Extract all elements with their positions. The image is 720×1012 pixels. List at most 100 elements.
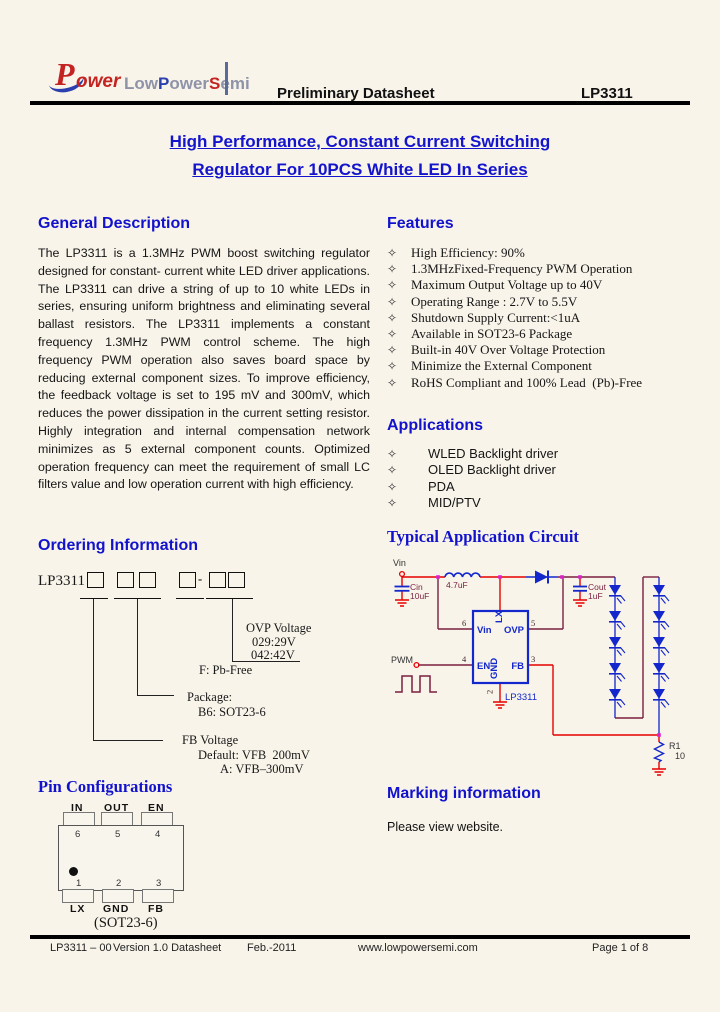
wire-junctions [436,575,661,737]
application-item: ✧ MID/PTV [387,495,707,511]
package-body [58,825,184,891]
brand-seg: P [158,74,170,93]
page-title-line2: Regulator For 10PCS White LED In Series [192,160,528,179]
ordering-ovp-title: OVP Voltage [246,621,312,635]
applications-heading: Applications [387,417,484,434]
ordering-connector [137,599,138,695]
feature-item: ✧Maximum Output Voltage up to 40V [387,277,707,293]
ordering-ovp-opt2: 042:42V [251,648,295,662]
diamond-bullet-icon: ✧ [387,463,398,478]
resistor-icon [652,741,666,763]
feature-text: RoHS Compliant and 100% Lead (Pb)-Free [411,374,643,390]
features-list: ✧High Efficiency: 90% ✧1.3MHzFixed-Frequ… [387,245,707,391]
diamond-bullet-icon: ✧ [387,375,398,390]
diamond-bullet-icon: ✧ [387,278,398,293]
pin-config-heading: Pin Configurations [38,777,173,796]
diode-icon [526,570,557,584]
ordering-connector [232,599,233,661]
features-heading: Features [387,215,454,232]
marking-heading: Marking information [387,785,541,802]
feature-item: ✧Built-in 40V Over Voltage Protection [387,342,707,358]
pin-num-2: 2 [485,690,495,694]
ordering-connector [232,661,300,662]
package-type-label: (SOT23-6) [94,915,158,931]
header-part-number: LP3311 [581,85,633,102]
footer-page-number: Page 1 of 8 [592,942,649,954]
ordering-separator: - [198,572,203,586]
ordering-box-pkg2 [139,572,156,588]
pwm-waveform-icon [395,675,437,693]
feature-text: Available in SOT23-6 Package [411,326,573,342]
pin1-marker-dot [69,867,78,876]
logo-brand-text: LowPowerSemi [124,74,250,94]
footer-date: Feb.-2011 [247,942,297,954]
feature-item: ✧1.3MHzFixed-Frequency PWM Operation [387,261,707,277]
diamond-bullet-icon: ✧ [387,246,398,260]
ordering-underline [176,598,204,599]
maroon-wires [418,576,659,719]
inductor-value: 4.7uF [446,580,468,590]
feature-item: ✧ RoHS Compliant and 100% Lead (Pb)-Free [387,375,707,391]
application-text: MID/PTV [428,494,481,510]
cin-value: 10uF [410,591,429,601]
ic-pin-fb: FB [511,661,524,672]
logo-divider-bar [225,62,228,95]
footer-website: www.lowpowersemi.com [358,942,478,954]
ic-pin-ovp: OVP [504,625,525,636]
brand-seg: S [209,74,221,93]
ordering-heading: Ordering Information [38,537,198,554]
diamond-bullet-icon: ✧ [387,495,398,510]
inductor-icon [444,572,481,578]
cout-value: 1uF [588,591,603,601]
ordering-ovp-opt1: 029:29V [252,635,296,649]
pin-label-en: EN [148,802,165,814]
pin-label-lx: LX [70,903,86,915]
footer-doc-id: LP3311 – 00 [50,942,112,954]
ordering-fb-alt: A: VFB–300mV [220,762,304,776]
diamond-bullet-icon: ✧ [387,359,398,374]
pin-pad-bottom [62,889,94,903]
diamond-bullet-icon: ✧ [387,310,398,325]
diamond-bullet-icon: ✧ [387,343,398,358]
application-text: WLED Backlight driver [428,446,559,461]
logo-power-text: ower [76,71,121,92]
ordering-connector [93,599,94,740]
ordering-box-ovp2 [228,572,245,588]
ic-pin-en: EN [477,661,490,672]
capacitor-plates [394,585,587,592]
ic-body [471,609,530,685]
ic-part-label: LP3311 [505,692,537,703]
brand-seg: ower [169,74,210,93]
ordering-package-opt: B6: SOT23-6 [198,705,266,719]
feature-item: ✧ Operating Range : 2.7V to 5.5V [387,294,707,310]
diamond-bullet-icon: ✧ [387,479,398,494]
general-description-body: The LP3311 is a 1.3MHz PWM boost switchi… [38,246,370,492]
ordering-underline [80,598,108,599]
ordering-underline [114,598,161,599]
pin-num-3: 3 [156,878,162,889]
ordering-pbfree-label: F: Pb-Free [199,663,253,677]
pin-num-4: 4 [462,654,467,664]
pin-label-gnd: GND [103,903,130,915]
application-item: ✧WLED Backlight driver [387,446,707,462]
ground-icon [651,768,667,776]
ordering-part-prefix: LP3311 [38,573,85,589]
pin-num-2: 2 [116,878,122,889]
ground-icon [394,599,410,607]
feature-text: 1.3MHzFixed-Frequency PWM Operation [411,261,633,277]
pin-label-out: OUT [104,802,130,814]
circuit-heading: Typical Application Circuit [387,527,579,546]
ordering-box-pbfree [179,572,196,588]
diamond-bullet-icon: ✧ [387,294,398,309]
feature-item: ✧Shutdown Supply Current:<1uA [387,310,707,326]
application-circuit-diagram: Vin PWM Cin 10uF 4.7uF Cout 1uF 6 5 4 3 … [391,558,685,776]
ordering-fb-title: FB Voltage [182,733,239,747]
applications-list: ✧WLED Backlight driver ✧OLED Backlight d… [387,446,707,511]
feature-text: Operating Range : 2.7V to 5.5V [411,293,578,309]
ordering-connector [93,740,163,741]
pin-num-1: 1 [76,878,82,889]
ordering-package-title: Package: [187,690,233,704]
pin-num-5: 5 [531,618,535,628]
pin-num-4: 4 [155,829,161,840]
